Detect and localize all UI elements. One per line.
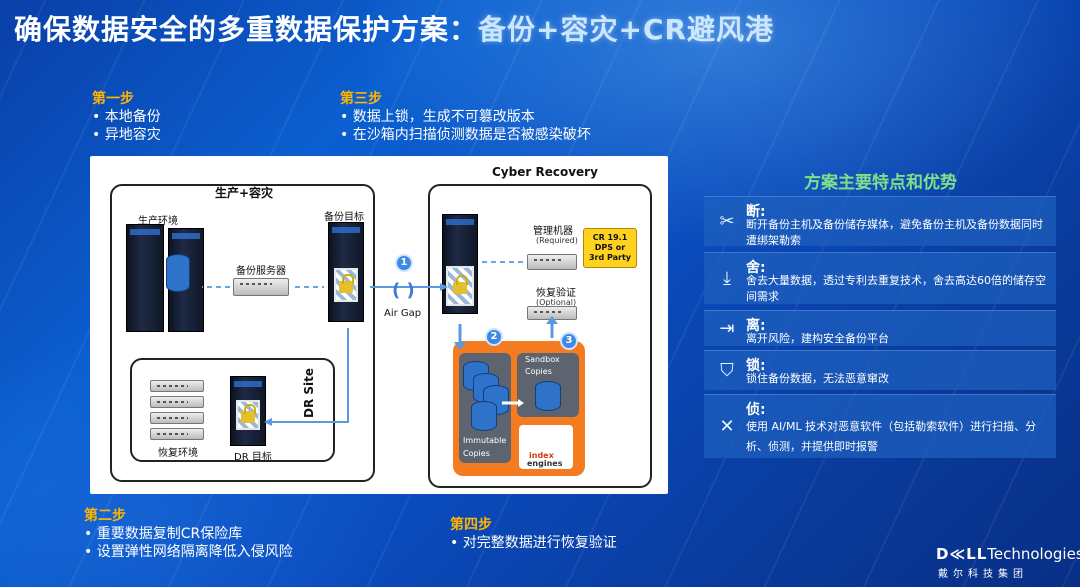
feature-title: 锁: bbox=[746, 358, 766, 374]
dell-logo: D≪LLTechnologies bbox=[936, 545, 1080, 563]
sandbox-label: Sandbox bbox=[525, 355, 560, 364]
required-label: (Required) bbox=[536, 236, 578, 245]
feature-desc: 锁住备份数据，无法恶意窜改 bbox=[746, 372, 889, 385]
vault-storage-area: Immutable Copies Sandbox Copies index en… bbox=[453, 341, 585, 476]
prod-dr-label: 生产+容灾 bbox=[215, 186, 274, 200]
lock-icon bbox=[334, 268, 358, 302]
badge-line: DPS or bbox=[594, 243, 626, 252]
feature-item: ⤓ 舍: 舍去大量数据，透过专利去重复技术，舍去高达60倍的储存空间需求 bbox=[704, 252, 1056, 304]
step-item: • 异地容灾 bbox=[92, 127, 161, 143]
prod-storage-icon bbox=[166, 254, 190, 292]
step-heading: 第四步 bbox=[450, 517, 492, 533]
badge-line: 3rd Party bbox=[588, 253, 632, 262]
step-item: • 本地备份 bbox=[92, 109, 161, 125]
restore-server-icon bbox=[150, 412, 204, 424]
network-break-icon: ✂ bbox=[719, 210, 735, 232]
feature-title: 舍: bbox=[746, 260, 766, 276]
download-icon: ⤓ bbox=[723, 267, 731, 289]
lock-icon bbox=[446, 266, 474, 306]
prod-rack bbox=[126, 224, 164, 332]
restore-server-icon bbox=[150, 396, 204, 408]
index-text: index bbox=[529, 451, 554, 460]
air-gap-label: Air Gap bbox=[384, 308, 422, 319]
badge-line: CR 19.1 bbox=[592, 233, 628, 242]
logo-brand: D≪LL bbox=[936, 545, 988, 563]
step-item: • 在沙箱内扫描侦测数据是否被感染破坏 bbox=[340, 127, 591, 143]
prod-dr-box bbox=[110, 184, 375, 482]
step-4: 第四步 • 对完整数据进行恢复验证 bbox=[450, 516, 617, 552]
step-item: • 对完整数据进行恢复验证 bbox=[450, 535, 617, 551]
title-main: 确保数据安全的多重数据保护方案： bbox=[14, 13, 479, 46]
verify-label: 恢复验证 bbox=[536, 288, 576, 299]
cyber-recovery-box bbox=[428, 184, 652, 488]
dr-site-box bbox=[130, 358, 335, 462]
feature-title: 离: bbox=[746, 318, 766, 334]
feature-title: 侦: bbox=[746, 402, 766, 418]
architecture-diagram: 生产+容灾 生产环境 备份服务器 备份目标 DR Site 恢复环境 DR 目标… bbox=[90, 156, 668, 494]
step-number-badge: 3 bbox=[560, 332, 578, 350]
feature-desc: 离开风险，建构安全备份平台 bbox=[746, 332, 889, 345]
features-heading: 方案主要特点和优势 bbox=[804, 173, 957, 193]
feature-title: 断: bbox=[746, 204, 766, 220]
backup-server-icon bbox=[233, 278, 289, 296]
title-accent: 备份+容灾+CR避风港 bbox=[478, 13, 775, 46]
step-number-badge: 2 bbox=[485, 328, 503, 346]
step-heading: 第二步 bbox=[84, 508, 126, 524]
step-3: 第三步 • 数据上锁，生成不可篡改版本 • 在沙箱内扫描侦测数据是否被感染破坏 bbox=[340, 90, 591, 144]
step-heading: 第一步 bbox=[92, 91, 134, 107]
copy-cylinder-icon bbox=[535, 381, 561, 411]
mgmt-label: 管理机器 bbox=[533, 226, 573, 237]
step-number-badge: 1 bbox=[395, 254, 413, 272]
sandbox-label: Copies bbox=[525, 367, 552, 376]
diagram-arrows bbox=[202, 261, 558, 426]
backup-server-label: 备份服务器 bbox=[236, 266, 286, 277]
engines-text: engines bbox=[527, 459, 563, 468]
feature-item: ⇥ 离: 离开风险，建构安全备份平台 bbox=[704, 310, 1056, 346]
feature-item: ✕ 侦: 使用 AI/ML 技术对恶意软件（包括勒索软件）进行扫描、分析、侦测，… bbox=[704, 394, 1056, 458]
tools-icon: ✕ bbox=[719, 415, 735, 437]
feature-item: ⛉ 锁: 锁住备份数据，无法恶意窜改 bbox=[704, 350, 1056, 390]
feature-desc: 舍去大量数据，透过专利去重复技术，舍去高达60倍的储存空间需求 bbox=[746, 274, 1046, 303]
restore-env-label: 恢复环境 bbox=[158, 448, 198, 459]
feature-desc: 断开备份主机及备份储存媒体，避免备份主机及备份数据同时遭绑架勒索 bbox=[746, 218, 1043, 247]
immutable-label: Immutable bbox=[463, 436, 507, 445]
mgmt-server-icon bbox=[527, 254, 577, 270]
dr-target-label: DR 目标 bbox=[234, 452, 272, 463]
prod-env-label: 生产环境 bbox=[138, 216, 178, 227]
exit-icon: ⇥ bbox=[719, 317, 735, 339]
step-2: 第二步 • 重要数据复制CR保险库 • 设置弹性网络隔离降低入侵风险 bbox=[84, 507, 293, 561]
immutable-label: Copies bbox=[463, 449, 490, 458]
index-engines-logo: index engines bbox=[519, 425, 573, 469]
copy-cylinder-icon bbox=[471, 401, 497, 431]
cyber-recovery-label: Cyber Recovery bbox=[492, 165, 598, 179]
step-1: 第一步 • 本地备份 • 异地容灾 bbox=[92, 90, 161, 144]
page-title: 确保数据安全的多重数据保护方案：备份+容灾+CR避风港 bbox=[14, 8, 774, 48]
restore-server-icon bbox=[150, 428, 204, 440]
backup-target-label: 备份目标 bbox=[324, 212, 364, 223]
shield-icon: ⛉ bbox=[720, 359, 734, 381]
step-heading: 第三步 bbox=[340, 91, 382, 107]
step-item: • 数据上锁，生成不可篡改版本 bbox=[340, 109, 535, 125]
step-item: • 设置弹性网络隔离降低入侵风险 bbox=[84, 544, 293, 560]
feature-item: ✂ 断: 断开备份主机及备份储存媒体，避免备份主机及备份数据同时遭绑架勒索 bbox=[704, 196, 1056, 247]
air-gap-icon: ( ) bbox=[392, 280, 415, 301]
logo-suffix: Technologies bbox=[987, 545, 1080, 563]
cr-badge: CR 19.1 DPS or 3rd Party bbox=[583, 228, 637, 268]
step-item: • 重要数据复制CR保险库 bbox=[84, 526, 243, 542]
restore-server-icon bbox=[150, 380, 204, 392]
lock-icon bbox=[236, 400, 260, 430]
logo-cn: 戴尔科技集团 bbox=[938, 569, 1028, 580]
optional-label: (Optional) bbox=[536, 298, 577, 307]
feature-desc: 使用 AI/ML 技术对恶意软件（包括勒索软件）进行扫描、分析、侦测，并提供即时… bbox=[746, 420, 1037, 453]
